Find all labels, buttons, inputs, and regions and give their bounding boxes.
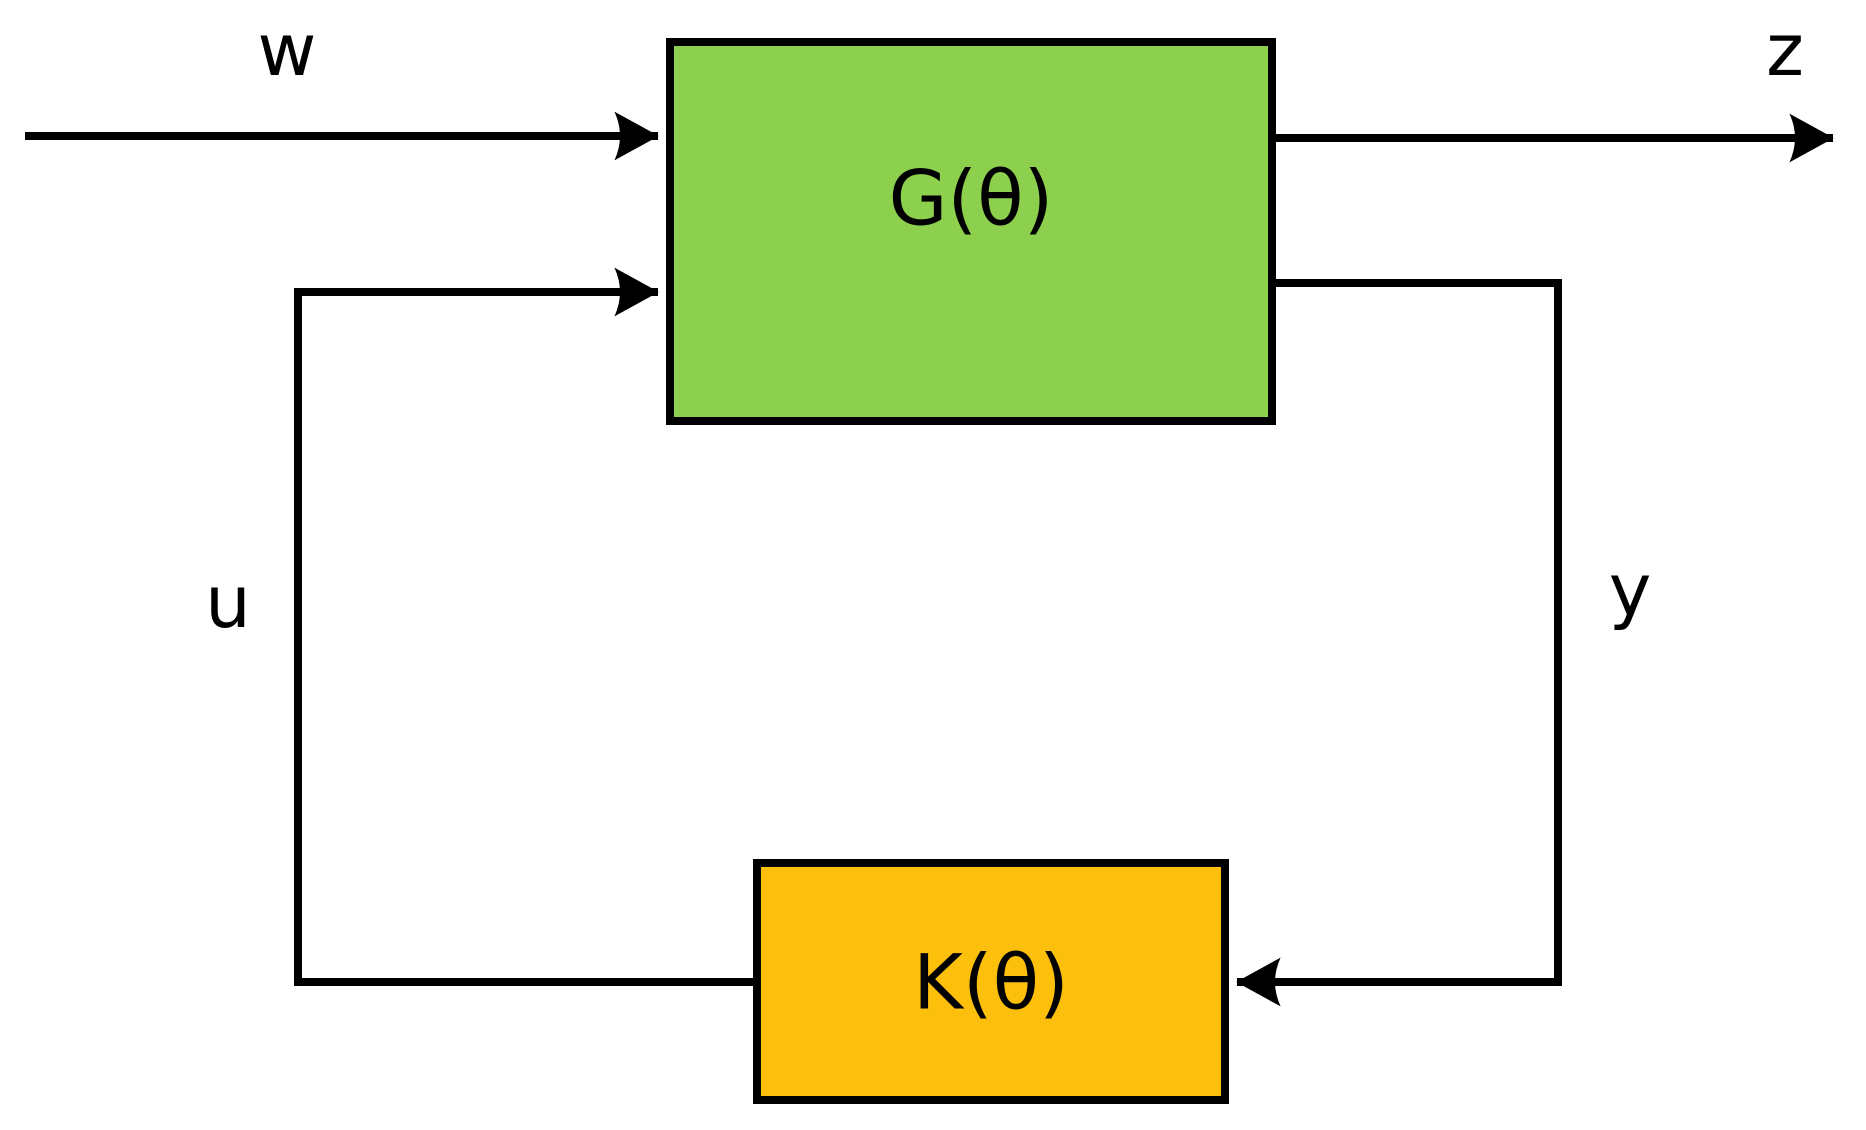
wire-control-input (294, 267, 757, 986)
block-plant-rect[interactable] (666, 38, 1276, 425)
block-plant-label: G(θ) (889, 154, 1054, 243)
signal-label-z: z (1766, 8, 1804, 92)
signal-wire-group (25, 111, 1834, 1007)
signal-label-w: w (258, 8, 317, 92)
block-controller-rect[interactable] (753, 859, 1229, 1104)
block-controller-label: K(θ) (913, 938, 1069, 1027)
signal-label-group: w z u y (205, 8, 1804, 644)
wire-measurement-output (1236, 279, 1562, 1007)
signal-label-y: y (1609, 548, 1652, 632)
block-plant-g-theta[interactable]: G(θ) (666, 38, 1276, 425)
block-controller-k-theta[interactable]: K(θ) (753, 859, 1229, 1104)
signal-label-u: u (205, 560, 251, 644)
